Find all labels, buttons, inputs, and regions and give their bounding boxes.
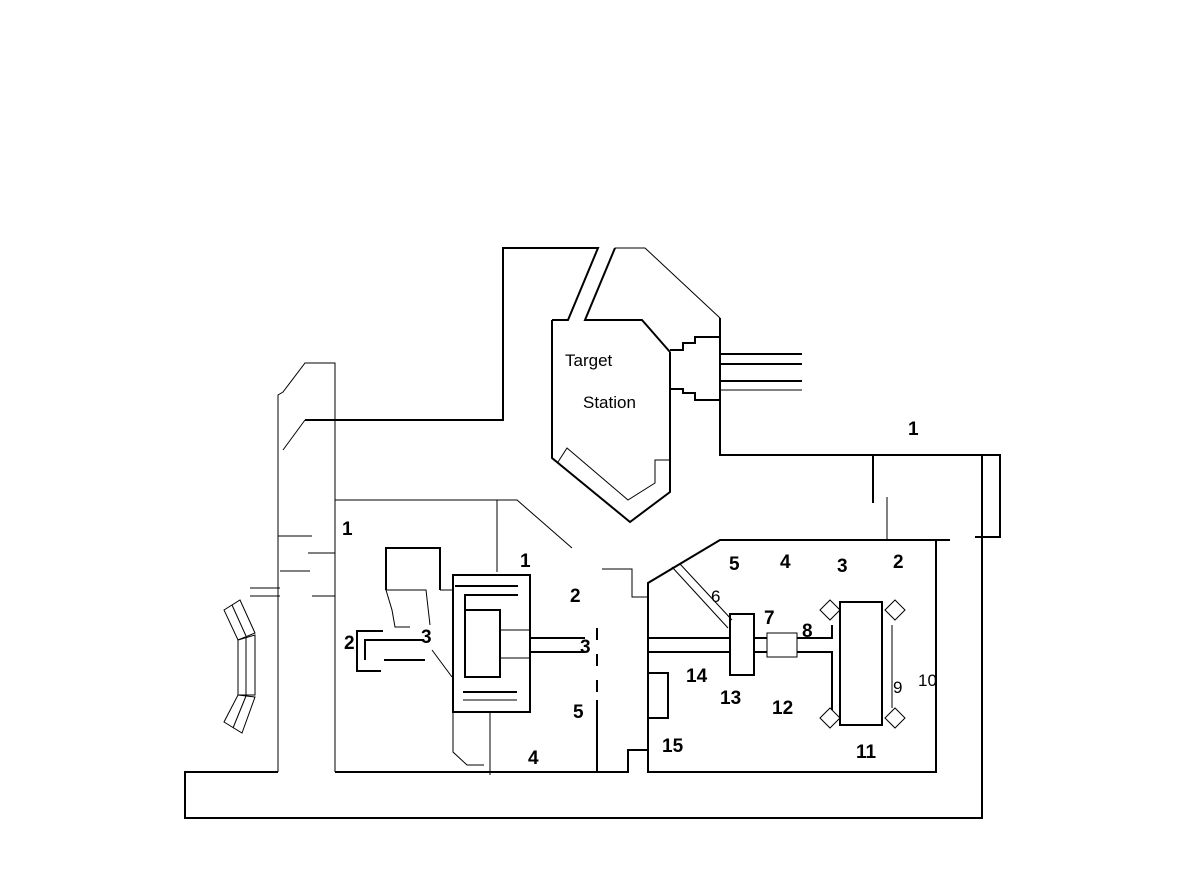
label-9: 9 <box>893 678 902 697</box>
label-8: 8 <box>802 621 813 642</box>
target-station-label-line1: Target <box>565 351 613 370</box>
label-1-equipment: 1 <box>520 551 531 572</box>
label-3-left: 3 <box>421 627 432 648</box>
label-6: 6 <box>711 587 720 606</box>
label-2-mid: 2 <box>570 586 581 607</box>
label-1-left-hall: 1 <box>342 519 353 540</box>
label-4-mid: 4 <box>528 748 539 769</box>
label-11: 11 <box>856 742 877 763</box>
left-experimental-hall <box>335 499 648 775</box>
label-15: 15 <box>662 736 684 757</box>
label-7: 7 <box>764 608 775 629</box>
area-number-labels: 1 1 1 2 3 2 3 5 4 5 4 3 2 6 7 8 9 10 11 … <box>342 419 937 769</box>
label-4-right: 4 <box>780 552 791 573</box>
label-3-right: 3 <box>837 556 848 577</box>
label-2-left: 2 <box>344 633 355 654</box>
label-10: 10 <box>918 671 937 690</box>
outer-shell-walls <box>184 247 983 819</box>
label-1-top: 1 <box>908 419 919 440</box>
label-14: 14 <box>686 666 708 687</box>
label-3-mid: 3 <box>580 637 591 658</box>
right-experimental-hall <box>647 539 950 773</box>
label-12: 12 <box>772 698 793 719</box>
label-5-right: 5 <box>729 554 740 575</box>
detector-arc <box>223 599 256 734</box>
label-13: 13 <box>720 688 741 709</box>
label-2-right: 2 <box>893 552 904 573</box>
target-station: Target Station <box>551 247 1001 540</box>
target-station-label-line2: Station <box>583 393 636 412</box>
label-5-mid: 5 <box>573 702 584 723</box>
